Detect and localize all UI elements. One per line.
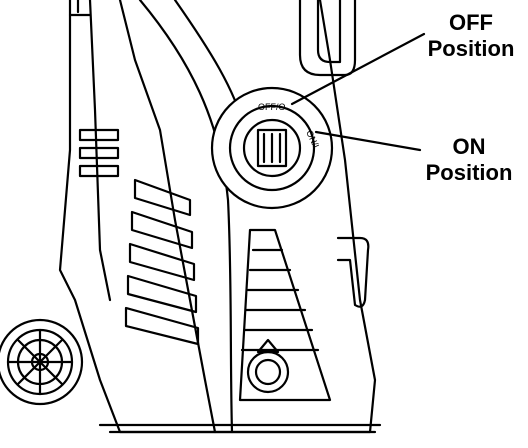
front-panel-curve [138, 0, 234, 434]
off-callout-line1: OFF [449, 10, 493, 35]
carry-handle [298, 0, 357, 77]
base [98, 423, 382, 434]
wheel [0, 318, 84, 406]
side-vent-grille [78, 128, 120, 178]
on-callout-line2: Position [425, 160, 513, 185]
dial-off-label: OFF/O [258, 102, 286, 112]
side-panel-edge [88, 0, 112, 302]
off-leader-line [290, 32, 426, 106]
dial-knob [256, 128, 288, 168]
off-position-callout: OFF Position [414, 10, 528, 62]
on-position-callout: ON Position [410, 134, 528, 186]
switch-dial [210, 86, 334, 210]
side-louvers [124, 178, 200, 346]
wand-holder [336, 236, 370, 308]
off-callout-line2: Position [427, 36, 515, 61]
outlet-connector [246, 338, 290, 394]
front-vent [238, 228, 332, 402]
on-leader-line [314, 130, 422, 152]
on-callout-line1: ON [452, 134, 486, 159]
